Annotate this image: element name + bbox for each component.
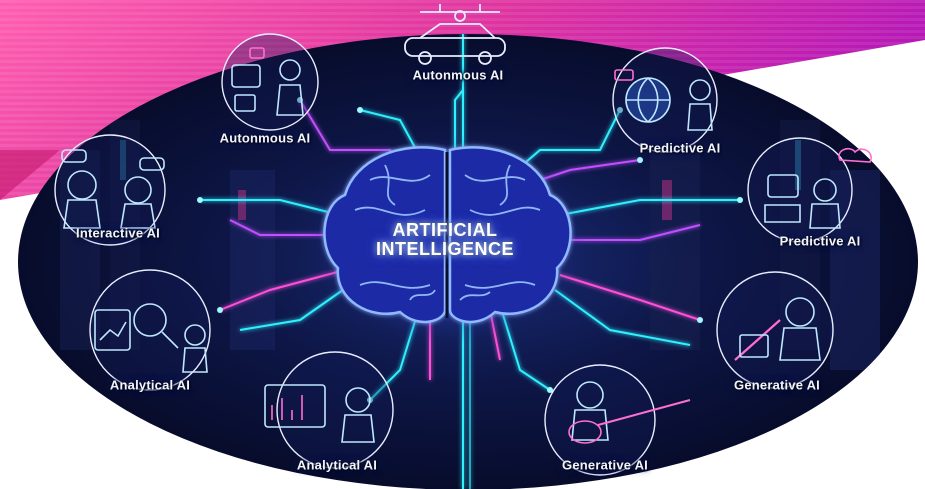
chat-robots-icon	[61, 149, 165, 229]
label-analytical-bottom: Analytical AI	[296, 457, 378, 473]
title-line-2: INTELLIGENCE	[375, 239, 515, 259]
node-circles	[54, 33, 853, 476]
robot-pen-icon	[734, 297, 821, 361]
robot-dashboard-icon	[231, 47, 304, 116]
title-line-1: ARTIFICIAL	[392, 220, 498, 240]
center-title: ARTIFICIAL INTELLIGENCE	[376, 221, 514, 259]
circuit-nodes	[197, 97, 743, 403]
label-generative-right: Generative AI	[734, 377, 820, 393]
magnifier-chart-icon	[94, 303, 208, 373]
label-predictive-right: Predictive AI	[779, 233, 861, 249]
brain-graphic	[307, 135, 587, 345]
globe-robot-icon	[614, 69, 713, 131]
label-autonomous-top: Autonmous AI	[412, 67, 504, 83]
label-predictive-top: Predictive AI	[639, 140, 721, 156]
dashboard-robot-icon	[264, 384, 375, 443]
label-interactive: Interactive AI	[76, 225, 160, 241]
label-autonomous-left: Autonmous AI	[219, 130, 311, 146]
label-generative-bottom: Generative AI	[562, 457, 648, 473]
guitar-robot-icon	[568, 381, 691, 444]
drone-car-icon	[404, 4, 506, 65]
label-analytical-left: Analytical AI	[109, 377, 191, 393]
cloud-robot-icon	[764, 148, 872, 229]
